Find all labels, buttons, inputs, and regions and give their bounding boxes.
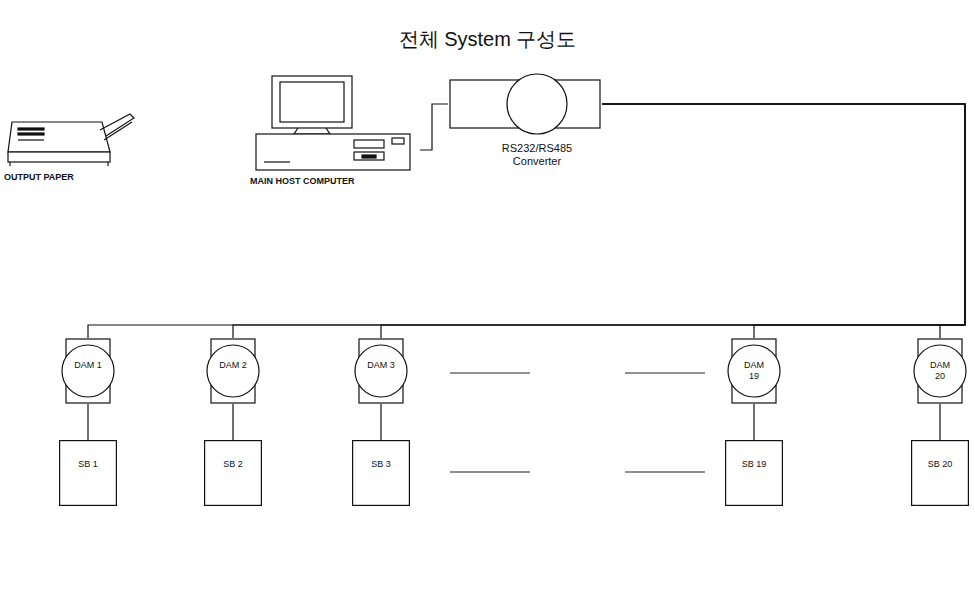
connector-line bbox=[87, 404, 88, 440]
device-label: OUTPUT PAPER bbox=[4, 172, 74, 182]
dam-module: DAM 19 bbox=[724, 338, 784, 404]
sb-box: SB 19 bbox=[725, 440, 783, 506]
connector-line bbox=[233, 104, 965, 338]
dam-module: DAM 1 bbox=[58, 338, 118, 404]
ellipsis-dash bbox=[625, 471, 705, 472]
sb-outline bbox=[911, 440, 969, 506]
ellipsis-dash bbox=[450, 471, 530, 472]
diagram-title: 전체 System 구성도 bbox=[0, 26, 975, 53]
sb-outline bbox=[59, 440, 117, 506]
sb-box: SB 1 bbox=[59, 440, 117, 506]
converter-unit: RS232/RS485 Converter bbox=[448, 70, 602, 174]
sb-outline bbox=[204, 440, 262, 506]
dam-module: DAM 3 bbox=[351, 338, 411, 404]
dam-outline bbox=[351, 338, 411, 404]
computer-outline bbox=[250, 70, 420, 192]
ellipsis-dash bbox=[625, 372, 705, 373]
unit-label: SB 19 bbox=[739, 456, 769, 472]
printer-icon: OUTPUT PAPER bbox=[4, 100, 139, 192]
sb-box: SB 3 bbox=[352, 440, 410, 506]
unit-label: SB 1 bbox=[73, 456, 103, 472]
connector-line bbox=[381, 104, 965, 338]
unit-label: DAM 3 bbox=[366, 360, 396, 371]
sb-outline bbox=[725, 440, 783, 506]
sb-box: SB 20 bbox=[911, 440, 969, 506]
unit-label: DAM 19 bbox=[739, 360, 769, 382]
dam-module: DAM 2 bbox=[203, 338, 263, 404]
connector-line bbox=[232, 404, 233, 440]
unit-label: SB 20 bbox=[925, 456, 955, 472]
unit-label: DAM 1 bbox=[73, 360, 103, 371]
unit-label: DAM 20 bbox=[925, 360, 955, 382]
dam-outline bbox=[58, 338, 118, 404]
connector-line bbox=[380, 404, 381, 440]
unit-label: SB 2 bbox=[218, 456, 248, 472]
connector-line bbox=[753, 404, 754, 440]
connector-line bbox=[602, 104, 965, 338]
connector-line bbox=[420, 104, 448, 150]
unit-label: DAM 2 bbox=[218, 360, 248, 371]
device-label: RS232/RS485 Converter bbox=[497, 142, 577, 168]
connector-line bbox=[602, 104, 965, 338]
device-label: MAIN HOST COMPUTER bbox=[250, 176, 355, 186]
connector-line bbox=[88, 104, 965, 338]
unit-label: SB 3 bbox=[366, 456, 396, 472]
connector-line bbox=[939, 404, 940, 440]
sb-outline bbox=[352, 440, 410, 506]
dam-module: DAM 20 bbox=[910, 338, 970, 404]
host-computer: MAIN HOST COMPUTER bbox=[250, 70, 420, 192]
sb-box: SB 2 bbox=[204, 440, 262, 506]
ellipsis-dash bbox=[450, 372, 530, 373]
dam-outline bbox=[203, 338, 263, 404]
